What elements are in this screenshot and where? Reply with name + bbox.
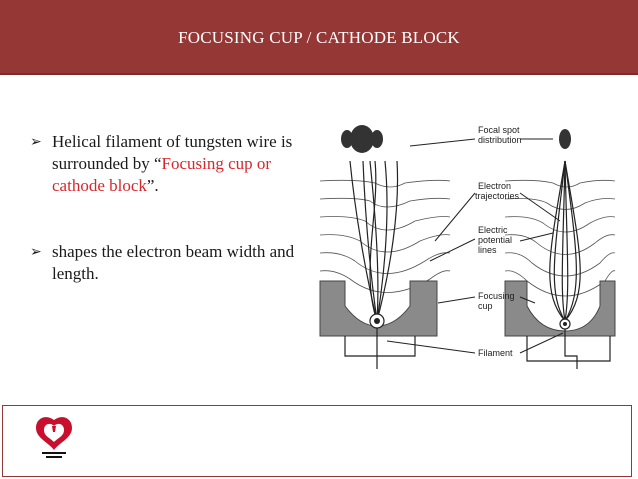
slide-content: ➢ Helical filament of tungsten wire is s… — [0, 75, 638, 385]
label-focusing-cup: Focusing — [478, 291, 515, 301]
focusing-cup-diagram: Focal spot distribution Electron traject… — [319, 125, 616, 369]
svg-text:lines: lines — [478, 245, 497, 255]
svg-text:potential: potential — [478, 235, 512, 245]
slide-header: FOCUSING CUP / CATHODE BLOCK — [0, 0, 638, 75]
bullet-text: Helical filament of tungsten wire is sur… — [52, 132, 293, 195]
slide-title: FOCUSING CUP / CATHODE BLOCK — [178, 28, 460, 47]
focal-spot-right-icon — [559, 129, 571, 149]
arrowhead-bullet-icon: ➢ — [30, 134, 42, 150]
bullet-item: ➢ shapes the electron beam width and len… — [30, 241, 300, 285]
svg-text:cup: cup — [478, 301, 493, 311]
label-filament: Filament — [478, 348, 513, 358]
label-electric: Electric — [478, 225, 508, 235]
highlighted-term: Focusing cup or cathode block — [52, 154, 272, 195]
arrowhead-bullet-icon: ➢ — [30, 244, 42, 260]
focusing-cup-right — [504, 280, 616, 337]
svg-text:distribution: distribution — [478, 135, 522, 145]
label-focal-spot: Focal spot — [478, 125, 520, 135]
slide-footer — [2, 405, 632, 477]
bullet-item: ➢ Helical filament of tungsten wire is s… — [30, 131, 300, 197]
institution-logo-icon — [36, 417, 72, 458]
label-electron: Electron — [478, 181, 511, 191]
svg-text:trajectories: trajectories — [475, 191, 520, 201]
focal-spot-left-icon — [350, 125, 374, 153]
bullet-text: shapes the electron beam width and lengt… — [52, 242, 295, 283]
bullet-list: ➢ Helical filament of tungsten wire is s… — [30, 131, 300, 329]
